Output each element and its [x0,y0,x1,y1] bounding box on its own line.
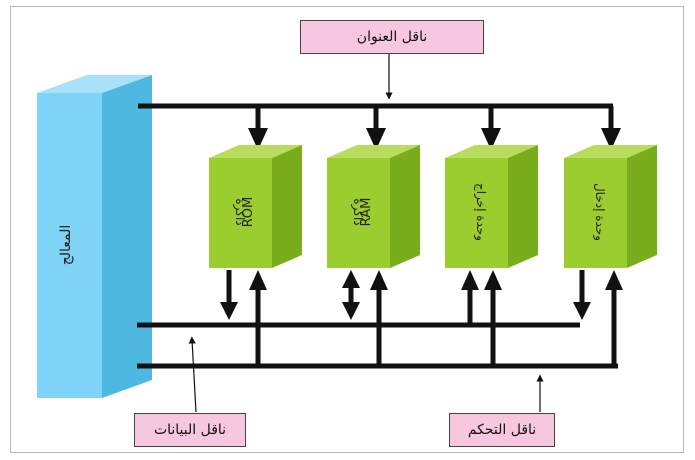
input-connections [573,270,623,364]
ram-data-down-head [342,302,360,320]
processor-side-face [102,75,152,398]
module-input-side [627,145,657,268]
data-label-pointer [188,336,197,413]
module-ram: ذاكرة RAM [327,145,420,268]
module-ram-line1: ذاكرة [350,198,365,225]
rom-data-out-head [220,302,238,320]
module-output-side [508,145,538,268]
address-bus-label: ناقل العنوان [300,20,484,54]
module-output-label: وحدة إخراج [473,183,488,241]
diagram-frame [10,6,684,453]
address-bus-arrows [248,106,621,150]
module-rom-top [209,145,302,158]
output-data-in-head [461,270,479,290]
module-rom-line1: ذاكرة [232,198,247,225]
address-arrowhead-rom [248,128,268,150]
address-arrowhead-ram [366,128,386,150]
module-input: وحدة إدخال [564,145,657,268]
module-output-top [445,145,538,158]
processor-front-face [37,93,102,398]
module-ram-side [390,145,420,268]
address-arrowhead-output [481,128,501,150]
module-rom-front [209,158,272,268]
output-connections [461,270,502,364]
ram-control-in-head [370,270,388,290]
module-rom-line2: ROM [241,197,256,227]
rom-control-in-head [249,270,267,290]
rom-connections [220,270,267,364]
input-control-in-head [605,270,623,290]
module-input-label: وحدة إدخال [592,183,607,241]
module-input-top [564,145,657,158]
processor-block: المعالج [37,75,152,398]
module-rom-side [272,145,302,268]
input-data-out-head [573,302,591,320]
module-input-front [564,158,627,268]
module-output-front [445,158,508,268]
module-ram-line2: RAM [359,198,374,227]
data-bus-label: ناقل البيانات [134,413,246,447]
address-arrowhead-input [601,128,621,150]
output-control-in-head [484,270,502,290]
ram-connections [342,270,388,364]
module-ram-front [327,158,390,268]
module-ram-top [327,145,420,158]
processor-label: المعالج [58,225,74,266]
processor-top-face [37,75,152,93]
module-rom: ذاكرة ROM [209,145,302,268]
module-output: وحدة إخراج [445,145,538,268]
control-bus-label: ناقل التحكم [449,413,555,447]
ram-data-up-head [342,270,360,288]
